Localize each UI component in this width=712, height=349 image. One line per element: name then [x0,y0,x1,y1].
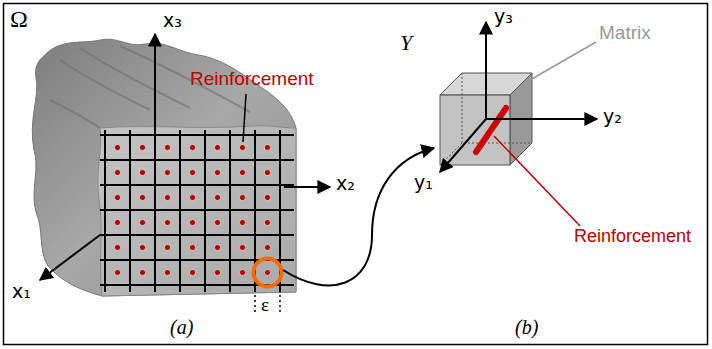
reinforcement-dot [265,170,271,176]
reinforcement-dot [140,220,146,226]
reinforcement-dot [265,270,271,276]
reinforcement-label: Reinforcement [574,226,691,247]
reinforcement-dot [165,245,171,251]
domain-symbol: Ω [10,6,28,34]
reinforcement-dot [215,145,221,151]
reinforcement-dot [140,145,146,151]
reinforcement-label: Reinforcement [190,68,314,90]
axis-label: x₁ [12,281,31,303]
reinforcement-dot [165,170,171,176]
reinforcement-grid [100,130,294,292]
reinforcement-dot [190,220,196,226]
cell-symbol: Y [400,30,412,55]
reinforcement-dot [265,195,271,201]
reinforcement-dot [190,270,196,276]
grid-line [100,234,294,236]
axis-x3 [154,34,156,134]
axis-y3 [485,22,487,119]
reinforcement-dot [115,270,121,276]
cube-hidden-edges [440,143,462,165]
grid-line [100,159,294,161]
axis-label: x₃ [163,10,182,32]
unit-cell-marker [254,259,282,287]
axis-label: x₂ [336,173,355,195]
matrix-label: Matrix [599,22,651,44]
reinforcement-dot [265,245,271,251]
reinforcement-dot [215,170,221,176]
reinforcement-dot [265,220,271,226]
leader-line [530,42,596,80]
reinforcement-dot [140,245,146,251]
axis-x2 [284,186,330,188]
reinforcement-dot [165,145,171,151]
period-label: ε [261,294,269,316]
axis-label: y₁ [414,172,433,194]
zoom-arrow [283,148,434,285]
leader-line [494,136,580,226]
subfigure-caption: (b) [515,316,538,339]
reinforcement-dot [190,195,196,201]
reinforcement-dot [240,245,246,251]
reinforcement-dot [240,220,246,226]
reinforcement-dot [165,195,171,201]
reinforcement-dot [240,170,246,176]
reinforcement-dot [215,195,221,201]
reinforcement-dot [240,270,246,276]
grid-line [100,134,294,136]
reinforcement-dot [215,245,221,251]
reinforcement-dot [190,170,196,176]
reinforcement-dot [165,270,171,276]
reinforcement-dot [190,145,196,151]
reinforcement-dot [190,245,196,251]
reinforcement-dot [140,270,146,276]
reinforcement-dot [265,145,271,151]
cube-front [440,95,510,165]
axis-label: y₂ [603,106,622,128]
reinforcement-dot [115,170,121,176]
reinforcement-dot [115,245,121,251]
reinforcement-dot [115,195,121,201]
reinforcement-dot [240,195,246,201]
reinforcement-dot [115,145,121,151]
reinforcement-dot [115,220,121,226]
grid-line [100,184,294,186]
reinforcement-rod [476,108,506,152]
cube-hidden-edges [462,73,532,143]
reinforcement-dot [140,195,146,201]
frame [4,4,708,345]
domain-front-face [98,126,296,296]
grid-line [100,209,294,211]
axis-x1 [40,235,100,280]
reinforcement-dot [140,170,146,176]
reinforcement-dot [240,145,246,151]
axis-y1 [440,119,486,172]
period-mark [279,290,281,314]
period-mark [254,290,256,314]
axis-label: y₃ [494,6,513,28]
leader-line [243,94,246,142]
reinforcement-dot [215,220,221,226]
reinforcement-dot [165,220,171,226]
reinforcement-dot [215,270,221,276]
subfigure-caption: (a) [170,316,193,339]
axis-y2 [486,118,597,120]
